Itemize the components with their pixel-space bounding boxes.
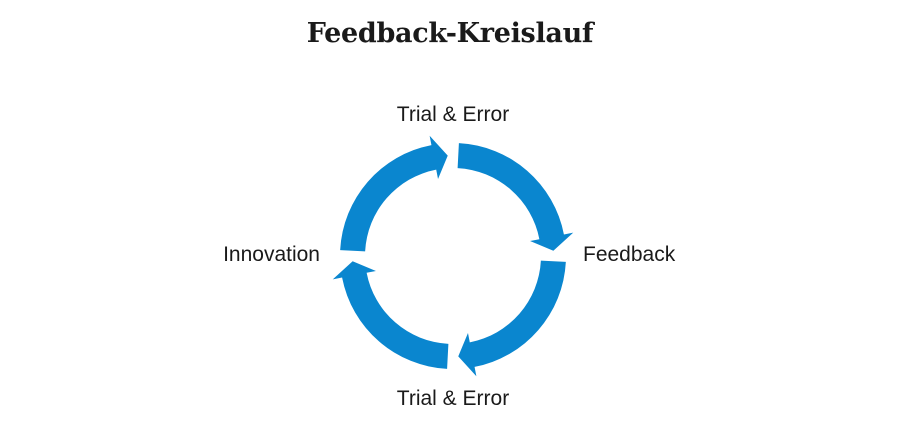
arrow-top-left bbox=[340, 135, 448, 252]
diagram-title: Feedback-Kreislauf bbox=[306, 18, 594, 49]
arrow-top-right bbox=[457, 143, 574, 251]
cycle-arrows bbox=[332, 135, 574, 377]
label-feedback: Feedback bbox=[583, 243, 676, 266]
arrow-bottom-right bbox=[458, 260, 566, 377]
label-innovation: Innovation bbox=[223, 243, 320, 266]
label-trial-error-top: Trial & Error bbox=[397, 103, 509, 126]
arrow-bottom-left bbox=[332, 261, 449, 369]
label-trial-error-bottom: Trial & Error bbox=[397, 387, 509, 410]
